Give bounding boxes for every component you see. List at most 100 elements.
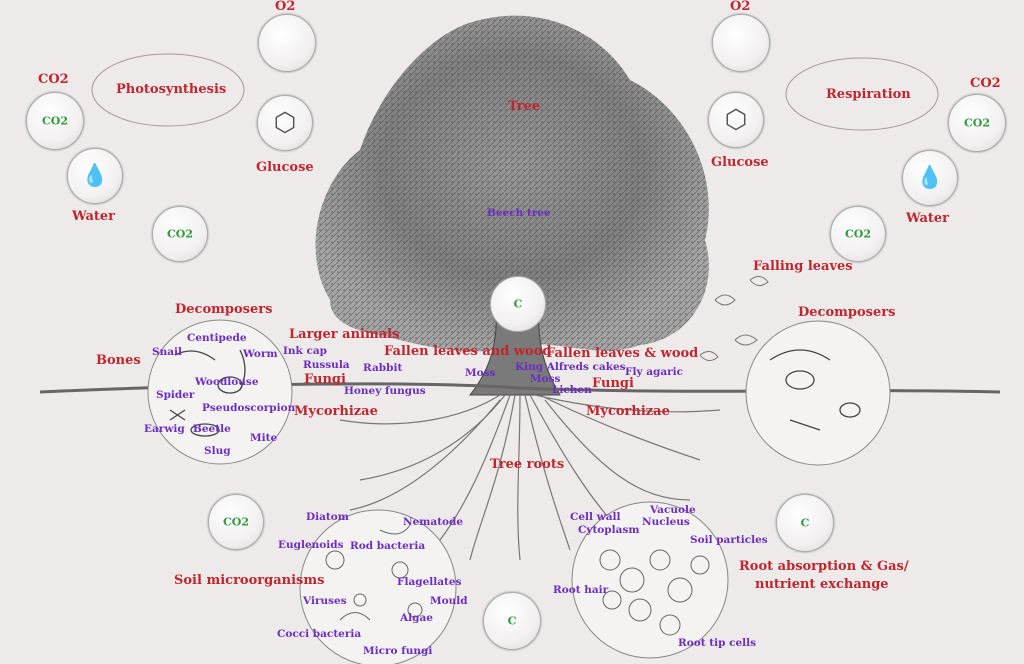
co2-right-bubble: CO2 <box>948 94 1006 152</box>
o2-left-bubble <box>258 14 316 72</box>
fungi-right-label: Fungi <box>592 376 634 391</box>
worm-label: Worm <box>243 348 278 360</box>
mycorhizae-right-label: Mycorhizae <box>586 404 670 419</box>
moss-right-label: Moss <box>530 373 561 385</box>
king-alfreds-cakes-label: King Alfreds cakes <box>515 361 626 373</box>
moss-left-label: Moss <box>465 367 496 379</box>
carbon-bubble-label: C <box>507 614 517 628</box>
carbon-bubble-label: C <box>513 297 523 311</box>
euglenoids-label: Euglenoids <box>278 539 344 551</box>
falling-leaves-label: Falling leaves <box>753 259 853 274</box>
falling-leaves-drawing <box>699 276 769 361</box>
water-drop-icon: 💧 <box>916 165 944 191</box>
russula-label: Russula <box>303 359 350 371</box>
water-right-label: Water <box>906 211 950 226</box>
cube-icon: ⬡ <box>724 105 748 135</box>
diatom-label: Diatom <box>306 511 349 523</box>
carbon-root-bubble: C <box>776 494 834 552</box>
decomposer-critters <box>169 349 861 437</box>
algae-label: Algae <box>400 612 433 624</box>
co2-bubble-label: CO2 <box>223 515 249 529</box>
root-cells-circle <box>571 501 729 659</box>
nematode-label: Nematode <box>403 516 464 528</box>
water-drop-icon: 💧 <box>81 163 109 189</box>
snail-label: Snail <box>152 346 182 358</box>
larger-animals-label: Larger animals <box>289 327 400 342</box>
root-cells-drawing <box>599 549 710 636</box>
co2-right-label: CO2 <box>970 76 1001 91</box>
co2-mid-left-bubble: CO2 <box>152 206 208 262</box>
photosynthesis-oval <box>91 53 245 127</box>
rabbit-label: Rabbit <box>363 362 403 374</box>
carbon-tree-bubble: C <box>490 276 546 332</box>
mould-label: Mould <box>430 595 468 607</box>
glucose-right-label: Glucose <box>711 155 769 170</box>
root-tip-cells-label: Root tip cells <box>678 637 757 649</box>
tree-crown <box>315 15 709 352</box>
glucose-right-bubble: ⬡ <box>708 92 764 148</box>
tree-roots-label: Tree roots <box>490 457 565 472</box>
honey-fungus-label: Honey fungus <box>344 385 426 397</box>
fly-agaric-label: Fly agaric <box>625 366 684 378</box>
co2-bubble-label: CO2 <box>167 227 193 241</box>
microorganisms-drawing <box>325 524 423 621</box>
glucose-left-label: Glucose <box>256 160 314 175</box>
slug-label: Slug <box>204 445 231 457</box>
decomposers-right-label: Decomposers <box>798 305 896 320</box>
soil-microorganisms-label: Soil microorganisms <box>174 573 325 588</box>
tree-roots-drawing <box>339 394 721 561</box>
micro-fungi-label: Micro fungi <box>363 645 433 657</box>
pseudoscorpion-label: Pseudoscorpion <box>202 402 296 414</box>
nutrient-exchange-label: nutrient exchange <box>755 577 889 592</box>
spider-label: Spider <box>156 389 195 401</box>
soil-particles-label: Soil particles <box>690 534 768 546</box>
carbon-bubble-label: C <box>800 516 810 530</box>
photosynthesis-label: Photosynthesis <box>116 82 227 97</box>
cocci-bacteria-label: Cocci bacteria <box>277 628 362 640</box>
bones-label: Bones <box>96 353 141 368</box>
root-hair-label: Root hair <box>553 584 609 596</box>
root-absorption-label: Root absorption & Gas/ <box>739 559 909 574</box>
fungi-left-label: Fungi <box>304 372 346 387</box>
ink-cap-label: Ink cap <box>283 345 328 357</box>
water-left-label: Water <box>72 209 116 224</box>
soil-microorganisms-circle <box>299 509 457 664</box>
vacuole-label: Vacuole <box>650 504 696 516</box>
earwig-label: Earwig <box>144 423 185 435</box>
rod-bacteria-label: Rod bacteria <box>350 540 426 552</box>
decomposers-left-label: Decomposers <box>175 302 273 317</box>
o2-right-label: O2 <box>730 0 751 14</box>
co2-soil-bubble: CO2 <box>208 494 264 550</box>
fallen-leaves-right-label: Fallen leaves & wood <box>546 346 699 361</box>
decomposers-right-circle <box>745 320 891 466</box>
lichen-label: Lichen <box>552 384 592 396</box>
beetle-label: Beetle <box>193 423 231 435</box>
flagellates-label: Flagellates <box>397 576 462 588</box>
o2-left-label: O2 <box>275 0 296 14</box>
woodlouse-label: Woodlouse <box>195 376 259 388</box>
centipede-label: Centipede <box>187 332 247 344</box>
cytoplasm-label: Cytoplasm <box>578 524 640 536</box>
co2-bubble-label: CO2 <box>964 116 990 130</box>
mycorhizae-left-label: Mycorhizae <box>294 404 378 419</box>
co2-left-label: CO2 <box>38 72 69 87</box>
respiration-label: Respiration <box>826 87 911 102</box>
co2-mid-right-bubble: CO2 <box>830 206 886 262</box>
mite-label: Mite <box>250 432 278 444</box>
cell-wall-label: Cell wall <box>570 511 621 523</box>
water-right-bubble: 💧 <box>902 150 958 206</box>
respiration-oval <box>785 57 939 131</box>
beech-tree-label: Beech tree <box>487 207 551 219</box>
nucleus-label: Nucleus <box>642 516 690 528</box>
viruses-label: Viruses <box>303 595 347 607</box>
glucose-left-bubble: ⬡ <box>257 95 313 151</box>
decomposers-left-circle <box>147 319 293 465</box>
co2-left-bubble: CO2 <box>26 92 84 150</box>
cube-icon: ⬡ <box>273 108 297 138</box>
co2-bubble-label: CO2 <box>42 114 68 128</box>
water-left-bubble: 💧 <box>67 148 123 204</box>
carbon-bottom-bubble: C <box>483 592 541 650</box>
tree-label: Tree <box>508 99 541 114</box>
